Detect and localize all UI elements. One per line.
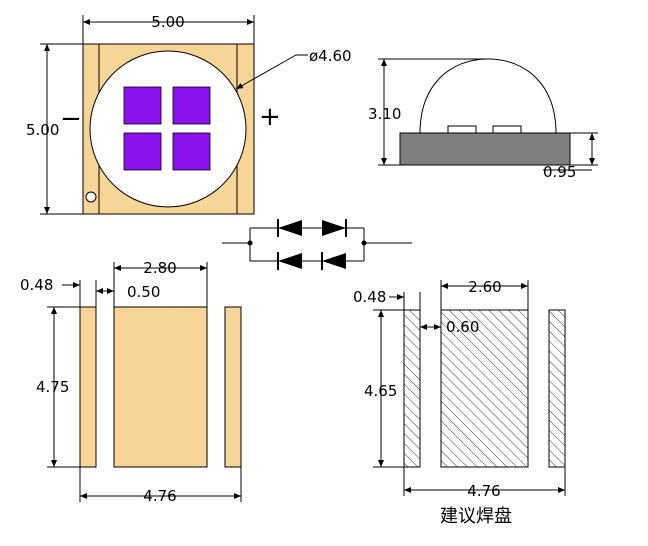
diode-symbol bbox=[321, 252, 346, 270]
gap-label: 0.50 bbox=[127, 283, 160, 301]
pin1-marker bbox=[85, 191, 97, 203]
terminal-tab bbox=[447, 125, 477, 134]
solder-total-width-label: 4.76 bbox=[467, 482, 500, 500]
base-height-label: 0.95 bbox=[543, 163, 576, 181]
bottom-pad-left bbox=[79, 306, 97, 468]
lens-dome bbox=[419, 58, 557, 134]
diode-symbol bbox=[277, 219, 302, 237]
solder-pad-right bbox=[548, 309, 566, 468]
circuit-schematic bbox=[222, 219, 412, 270]
top-view: 5.00 5.00 ø4.60 − + bbox=[26, 13, 352, 215]
lens-leader bbox=[235, 54, 297, 90]
recommended-pad-caption: 建议焊盘 bbox=[440, 506, 512, 527]
solder-pad-center bbox=[440, 309, 529, 468]
cathode-symbol: − bbox=[60, 104, 82, 134]
led-chip bbox=[172, 132, 211, 171]
width-label: 5.00 bbox=[151, 13, 184, 31]
solder-center-pad-width-label: 2.60 bbox=[468, 278, 501, 296]
side-view: 3.10 0.95 bbox=[368, 58, 598, 181]
diode-symbol bbox=[277, 252, 302, 270]
bottom-pad-right bbox=[224, 306, 242, 468]
pad-height-label: 4.75 bbox=[36, 378, 69, 396]
diode-symbol bbox=[322, 219, 347, 237]
package-base bbox=[399, 132, 571, 166]
solder-pad-height-label: 4.65 bbox=[364, 382, 397, 400]
lens-outline bbox=[89, 50, 247, 208]
bottom-pad-center bbox=[113, 306, 208, 468]
solder-left-pad-width-label: 0.48 bbox=[353, 288, 386, 306]
terminal-tab bbox=[492, 125, 522, 134]
led-chip bbox=[123, 86, 162, 125]
total-width-label: 4.76 bbox=[143, 487, 176, 505]
solder-pad-left bbox=[403, 309, 421, 468]
led-chip bbox=[172, 86, 211, 125]
anode-symbol: + bbox=[259, 102, 281, 132]
height-label: 5.00 bbox=[26, 121, 59, 139]
solder-pad-view: 0.48 0.60 2.60 4.65 4.76 建议焊盘 bbox=[353, 278, 566, 527]
led-chip bbox=[123, 132, 162, 171]
center-pad-width-label: 2.80 bbox=[143, 259, 176, 277]
bottom-view: 0.48 0.50 2.80 4.75 4.76 bbox=[20, 259, 242, 505]
lens-diameter-label: ø4.60 bbox=[309, 47, 352, 65]
overall-height-label: 3.10 bbox=[368, 105, 401, 123]
left-pad-width-label: 0.48 bbox=[20, 276, 53, 294]
solder-gap-label: 0.60 bbox=[446, 318, 479, 336]
